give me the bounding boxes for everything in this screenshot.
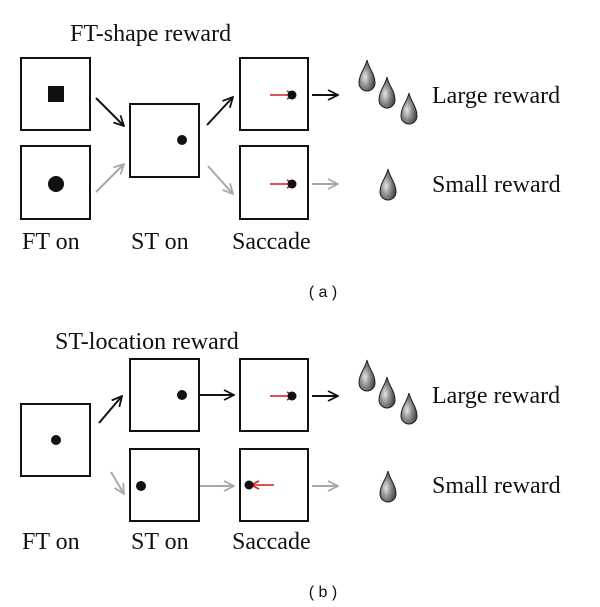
st-box (129, 103, 200, 178)
water-drop-icon (378, 376, 396, 409)
saccade-box-top (239, 57, 309, 131)
saccade-box-bottom (239, 145, 309, 220)
panel-a: FT-shape reward Large reward Sma (20, 21, 561, 301)
arrow-st-to-saccade-bottom (207, 165, 233, 194)
st-box-top (129, 358, 200, 432)
panel-b: ST-location reward Large reward (20, 329, 561, 601)
st-on-label: ST on (131, 229, 189, 255)
water-drop-icon (358, 59, 376, 92)
fixation-square-target (48, 86, 64, 102)
st-on-label: ST on (131, 529, 189, 555)
saccade-box-top (239, 358, 309, 432)
arrow-st-to-saccade-top (206, 97, 233, 126)
ft-box (20, 403, 91, 477)
arrow-ft-circle-to-st (95, 164, 124, 193)
arrow-ft-square-to-st (95, 97, 124, 126)
fixation-circle-target (48, 176, 64, 192)
panel-b-title: ST-location reward (55, 329, 239, 355)
water-drop-icon (378, 76, 396, 109)
panel-a-title: FT-shape reward (70, 21, 231, 47)
arrow-ft-to-st-bottom (110, 471, 124, 494)
saccade-label: Saccade (232, 229, 311, 255)
saccade-target-dot (177, 135, 187, 145)
saccade-target-dot (287, 391, 297, 401)
large-reward-label: Large reward (432, 83, 560, 109)
small-reward-label: Small reward (432, 172, 561, 198)
saccade-target-dot (177, 390, 187, 400)
panel-b-caption: ( b ) (309, 584, 337, 601)
water-drop-icon (400, 92, 418, 125)
fixation-dot (51, 435, 61, 445)
saccade-target-dot (287, 179, 297, 189)
water-drop-icon (379, 470, 397, 503)
saccade-target-dot (136, 481, 146, 491)
saccade-label: Saccade (232, 529, 311, 555)
water-drop-icon (358, 359, 376, 392)
saccade-target-dot (287, 90, 297, 100)
arrow-ft-to-st-top (98, 396, 122, 424)
water-drop-icon (379, 168, 397, 201)
panel-a-caption: ( a ) (309, 284, 337, 301)
water-drop-icon (400, 392, 418, 425)
small-reward-label: Small reward (432, 473, 561, 499)
ft-on-label: FT on (22, 229, 80, 255)
ft-on-label: FT on (22, 529, 80, 555)
large-reward-label: Large reward (432, 383, 560, 409)
saccade-target-dot (244, 480, 254, 490)
